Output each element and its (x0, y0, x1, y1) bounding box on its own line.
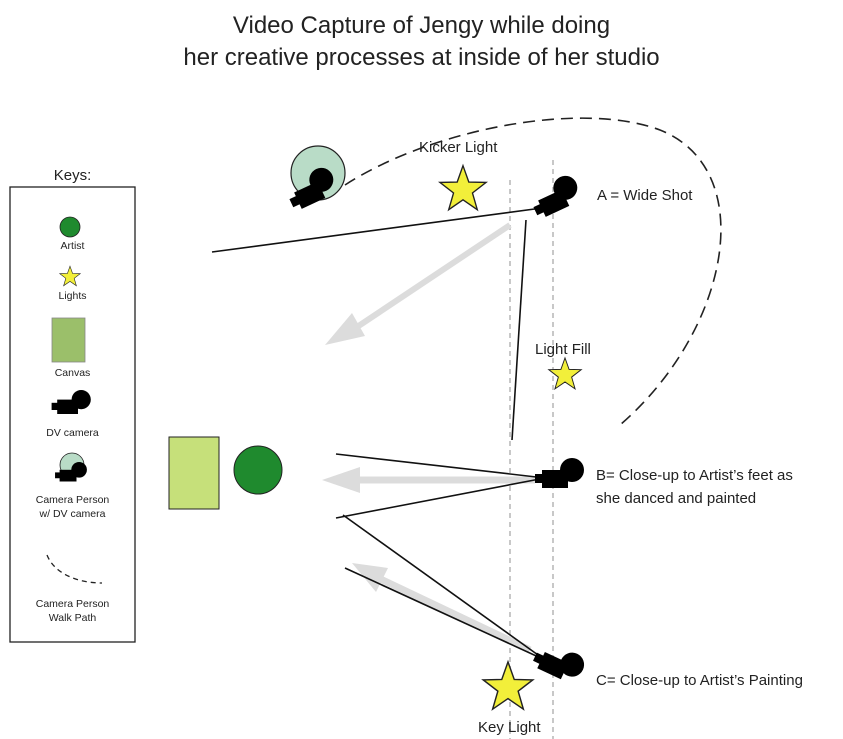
key-walk-path-label-2: Walk Path (48, 612, 97, 624)
feet-shot-arrow (322, 467, 535, 493)
key-artist-icon (59, 216, 81, 238)
keys-panel (9, 186, 136, 643)
key-camera-person-label: Camera Person (35, 494, 110, 506)
key-walk-path-icon (46, 554, 103, 584)
key-dv-camera-label: DV camera (46, 427, 99, 439)
title-line-1: Video Capture of Jengy while doing (232, 12, 611, 39)
camera-a-view-lines (211, 207, 543, 441)
key-camera-person-label-2: w/ DV camera (39, 508, 106, 520)
key-canvas-label: Canvas (54, 367, 91, 379)
key-light-star (482, 661, 534, 710)
key-walk-path-label: Camera Person (35, 598, 110, 610)
title-line-2: her creative processes at inside of her … (183, 44, 660, 71)
camera-c-label: C= Close-up to Artist’s Painting (596, 672, 803, 689)
camera-c-view-lines (342, 514, 546, 661)
camera-c-icon (530, 638, 589, 687)
key-canvas-icon (51, 317, 86, 363)
light-fill-label: Light Fill (535, 341, 591, 358)
camera-b-icon (535, 458, 584, 488)
canvas (168, 436, 220, 510)
walk-path (344, 117, 722, 426)
wide-shot-arrow (325, 222, 512, 345)
key-artist-label: Artist (60, 240, 85, 252)
kicker-light-star (439, 165, 487, 211)
painting-shot-arrow (352, 563, 532, 654)
keys-heading: Keys: (53, 167, 92, 184)
camera-b-label-line-1: B= Close-up to Artist’s feet as (596, 467, 793, 484)
camera-b-label-line-2: she danced and painted (596, 490, 757, 507)
camera-person (282, 145, 346, 212)
key-light-label: Key Light (478, 719, 541, 736)
camera-b-view-lines (335, 453, 546, 519)
camera-a-label: A = Wide Shot (597, 187, 693, 204)
camera-a-icon (526, 171, 584, 220)
artist (233, 445, 283, 495)
key-lights-label: Lights (58, 290, 87, 302)
kicker-light-label: Kicker Light (419, 139, 498, 156)
